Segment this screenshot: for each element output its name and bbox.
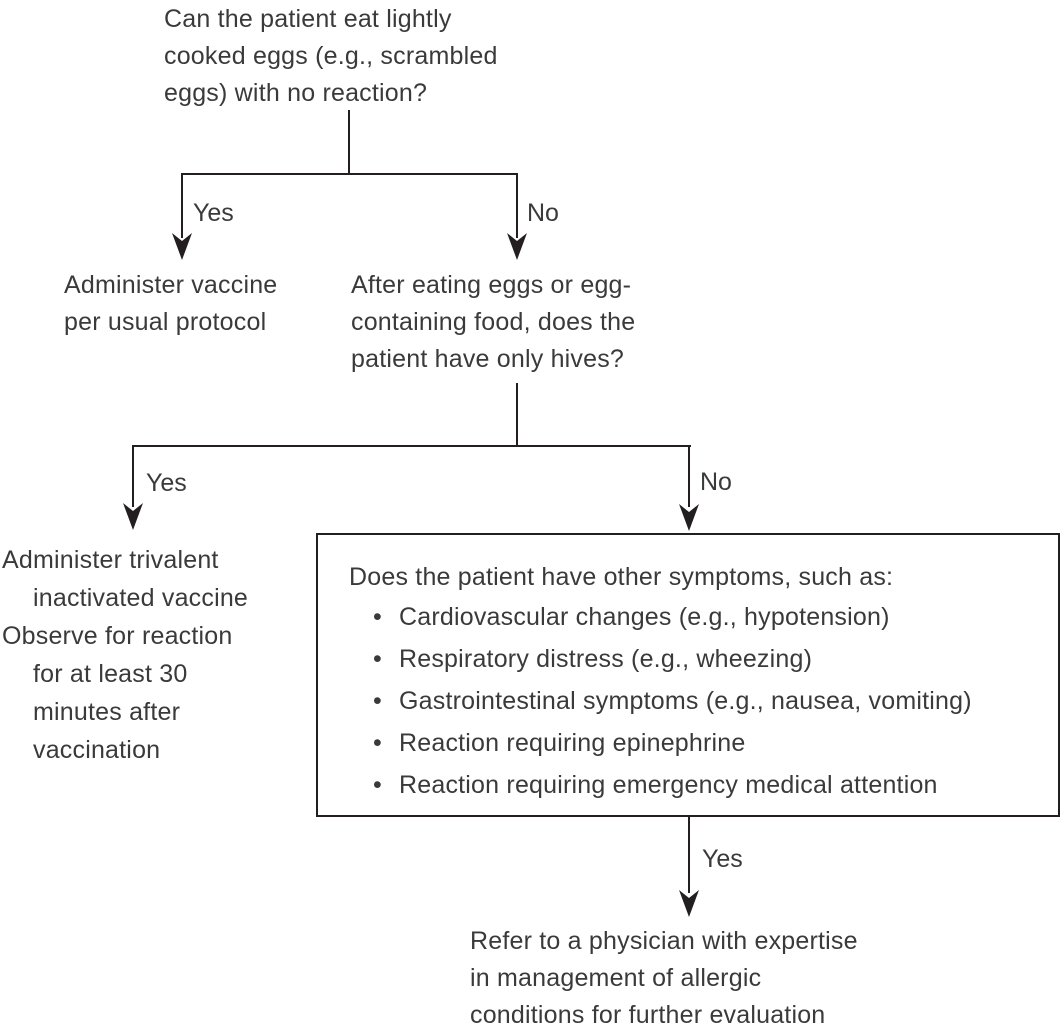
question-1: Can the patient eat lightly cooked eggs …	[164, 5, 498, 107]
connector-line	[132, 445, 134, 507]
outcome-line: for at least 30	[33, 660, 188, 688]
edge-label-yes-1: Yes	[193, 199, 234, 227]
outcome-line: inactivated vaccine	[33, 584, 249, 612]
connector-line	[132, 445, 691, 447]
outcome-line: Administer trivalent	[2, 546, 219, 574]
bullet-icon: •	[373, 645, 382, 673]
list-item-label: Gastrointestinal symptoms (e.g., nausea,…	[399, 687, 972, 715]
bullet-icon: •	[373, 603, 382, 631]
question-2: After eating eggs or egg- containing foo…	[351, 271, 636, 373]
arrow-down-icon	[123, 503, 143, 530]
list-item-label: Reaction requiring emergency medical att…	[399, 771, 938, 799]
connector-line	[516, 173, 518, 238]
symptom-question-box: Does the patient have other symptoms, su…	[316, 533, 1060, 817]
arrow-down-icon	[679, 504, 699, 531]
connector-line	[181, 173, 518, 175]
arrow-down-icon	[679, 890, 699, 917]
edge-label-yes-3: Yes	[702, 845, 743, 873]
outcome-line: Observe for reaction	[2, 622, 233, 650]
list-item: • Gastrointestinal symptoms (e.g., nausea…	[373, 680, 972, 722]
outcome-trivalent-vaccine: Administer trivalent inactivated vaccine…	[2, 541, 248, 769]
edge-label-no-1: No	[527, 199, 559, 227]
arrow-down-icon	[507, 233, 527, 260]
list-item: • Reaction requiring epinephrine	[373, 722, 972, 764]
outcome-referral: Refer to a physician with expertise in m…	[470, 927, 858, 1024]
bullet-icon: •	[373, 771, 382, 799]
connector-line	[181, 173, 183, 238]
connector-line	[688, 445, 690, 507]
symptom-box-heading: Does the patient have other symptoms, su…	[349, 563, 894, 591]
connector-line	[516, 383, 518, 446]
connector-line	[348, 110, 350, 174]
list-item-label: Cardiovascular changes (e.g., hypotensio…	[399, 603, 890, 631]
arrow-down-icon	[172, 233, 192, 260]
symptom-bullet-list: • Cardiovascular changes (e.g., hypotensi…	[373, 596, 972, 806]
edge-label-yes-2: Yes	[146, 469, 187, 497]
bullet-icon: •	[373, 687, 382, 715]
connector-line	[688, 817, 690, 893]
outcome-usual-protocol: Administer vaccine per usual protocol	[64, 271, 278, 336]
list-item-label: Respiratory distress (e.g., wheezing)	[399, 645, 813, 673]
outcome-line: minutes after	[33, 698, 181, 726]
bullet-icon: •	[373, 729, 382, 757]
list-item-label: Reaction requiring epinephrine	[399, 729, 746, 757]
list-item: • Respiratory distress (e.g., wheezing)	[373, 638, 972, 680]
list-item: • Reaction requiring emergency medical at…	[373, 764, 972, 806]
edge-label-no-2: No	[700, 468, 732, 496]
outcome-line: vaccination	[33, 736, 161, 764]
list-item: • Cardiovascular changes (e.g., hypotensi…	[373, 596, 972, 638]
